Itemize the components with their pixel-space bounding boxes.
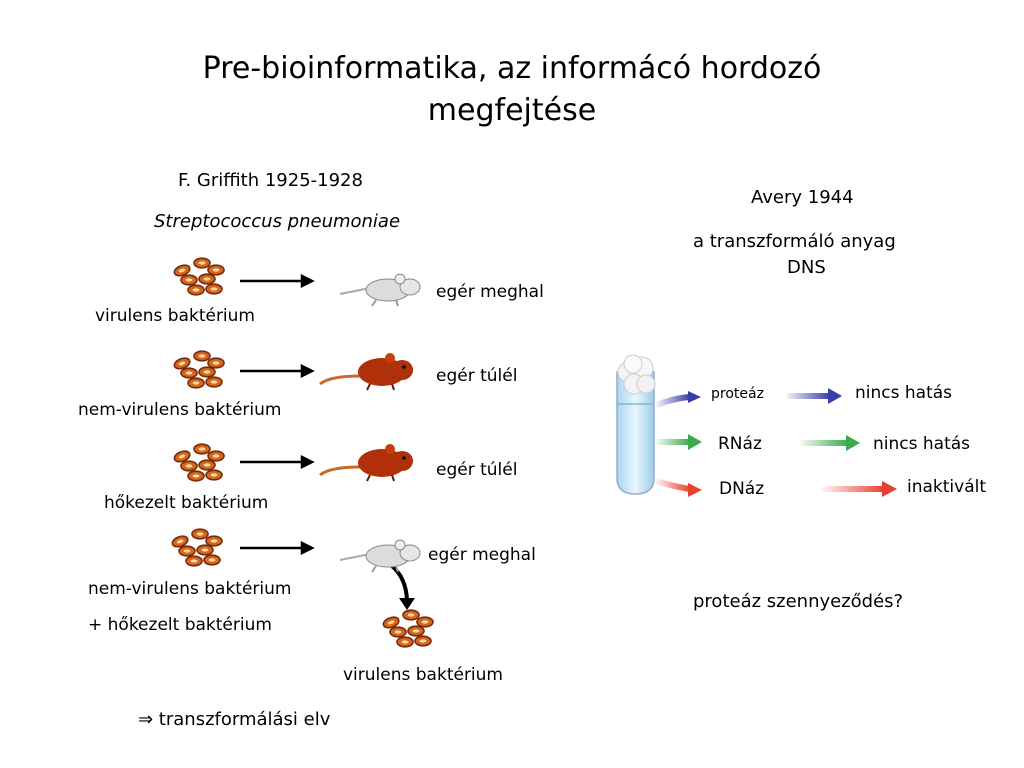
bacteria-cluster-icon bbox=[382, 610, 433, 647]
dead-mouse-icon bbox=[339, 539, 421, 573]
avery-heading: Avery 1944 bbox=[751, 187, 854, 208]
avery-question: proteáz szennyeződés? bbox=[693, 591, 904, 612]
avery-subtitle-1: a transzformáló anyag bbox=[693, 231, 896, 252]
conclusion-text: ⇒ transzformálási elv bbox=[138, 709, 331, 730]
dnase-effect-label: inaktivált bbox=[907, 477, 987, 497]
enzyme-dnase-label: DNáz bbox=[719, 479, 765, 499]
row1-outcome-label: egér meghal bbox=[436, 282, 544, 302]
row4-outcome-label: egér meghal bbox=[428, 545, 536, 565]
row3-outcome-label: egér túlél bbox=[436, 460, 518, 480]
bacteria-cluster-icon bbox=[173, 351, 224, 388]
live-mouse-icon bbox=[319, 353, 413, 391]
arrow-icon bbox=[240, 273, 315, 556]
row2-outcome-label: egér túlél bbox=[436, 366, 518, 386]
row4-result-label: virulens baktérium bbox=[343, 665, 503, 685]
species-name: Streptococcus pneumoniae bbox=[154, 211, 401, 232]
dnase-arrow-icon bbox=[655, 478, 897, 497]
enzyme-rnase-label: RNáz bbox=[718, 434, 762, 454]
title-line-2: megfejtése bbox=[427, 93, 597, 128]
rnase-arrow-icon bbox=[656, 434, 860, 451]
bacteria-cluster-icon bbox=[173, 444, 224, 481]
test-tube-icon bbox=[616, 354, 656, 495]
rnase-effect-label: nincs hatás bbox=[873, 434, 971, 454]
dead-mouse-icon bbox=[339, 273, 421, 307]
row3-bacteria-label: hőkezelt baktérium bbox=[104, 493, 269, 513]
row1-bacteria-label: virulens baktérium bbox=[95, 306, 255, 326]
bacteria-cluster-icon bbox=[171, 529, 222, 566]
title-line-1: Pre-bioinformatika, az informácó hordozó bbox=[202, 51, 822, 86]
slide-title: Pre-bioinformatika, az informácó hordozó… bbox=[0, 48, 1024, 132]
bacteria-cluster-icon bbox=[173, 258, 224, 295]
row2-bacteria-label: nem-virulens baktérium bbox=[78, 400, 282, 420]
avery-subtitle-2: DNS bbox=[787, 257, 826, 278]
griffith-heading: F. Griffith 1925-1928 bbox=[178, 170, 363, 191]
row4-bacteria-label-2: + hőkezelt baktérium bbox=[88, 615, 272, 635]
live-mouse-icon bbox=[319, 444, 413, 482]
protease-arrow-icon bbox=[654, 388, 842, 408]
protease-effect-label: nincs hatás bbox=[855, 383, 953, 403]
row4-bacteria-label-1: nem-virulens baktérium bbox=[88, 579, 292, 599]
curved-arrow-icon bbox=[390, 564, 415, 610]
enzyme-protease-label: proteáz bbox=[711, 386, 764, 402]
